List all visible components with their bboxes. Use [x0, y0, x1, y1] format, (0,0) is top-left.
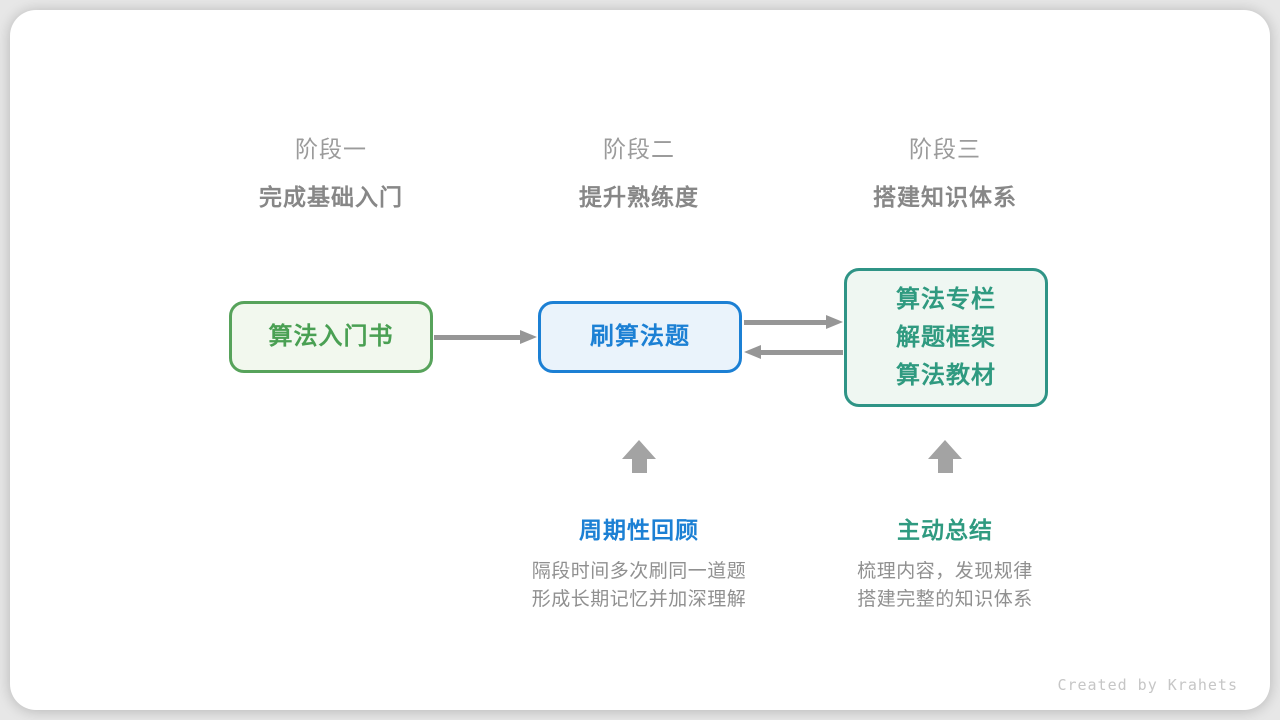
- node-resource-column: 算法专栏: [896, 285, 996, 313]
- arrow-up-icon: [622, 440, 656, 473]
- arrow-up-icon: [928, 440, 962, 473]
- stage-1-title: 完成基础入门: [259, 184, 403, 210]
- node-intro-book-label: 算法入门书: [268, 323, 394, 350]
- annotation-periodic-review-title: 周期性回顾: [579, 517, 699, 543]
- desc-line: 形成长期记忆并加深理解: [531, 588, 747, 610]
- arrow-right-icon: [744, 315, 843, 329]
- stage-3-title: 搭建知识体系: [873, 184, 1017, 210]
- node-resource-textbook: 算法教材: [896, 361, 996, 389]
- stage-3-label: 阶段三: [909, 136, 981, 162]
- annotation-active-summary-desc: 梳理内容，发现规律 搭建完整的知识体系: [775, 558, 1115, 613]
- annotation-periodic-review-desc: 隔段时间多次刷同一道题 形成长期记忆并加深理解: [469, 558, 809, 613]
- desc-line: 梳理内容，发现规律: [857, 561, 1033, 582]
- desc-line: 搭建完整的知识体系: [857, 588, 1033, 610]
- annotation-active-summary-title: 主动总结: [897, 517, 993, 543]
- diagram-card: 阶段一 完成基础入门 阶段二 提升熟练度 阶段三 搭建知识体系 算法入门书 刷算…: [10, 10, 1270, 710]
- node-practice-problems-label: 刷算法题: [590, 323, 690, 350]
- node-knowledge-resources: 算法专栏 解题框架 算法教材: [844, 268, 1048, 407]
- node-resource-framework: 解题框架: [896, 323, 996, 351]
- arrow-left-icon: [744, 345, 843, 359]
- stage-2-label: 阶段二: [603, 136, 675, 162]
- stage-1-label: 阶段一: [295, 136, 367, 162]
- stage-2-title: 提升熟练度: [579, 184, 699, 210]
- credit-text: Created by Krahets: [1057, 676, 1238, 694]
- node-practice-problems: 刷算法题: [538, 301, 742, 373]
- arrow-right-icon: [434, 330, 537, 344]
- node-intro-book: 算法入门书: [229, 301, 433, 373]
- desc-line: 隔段时间多次刷同一道题: [531, 561, 747, 582]
